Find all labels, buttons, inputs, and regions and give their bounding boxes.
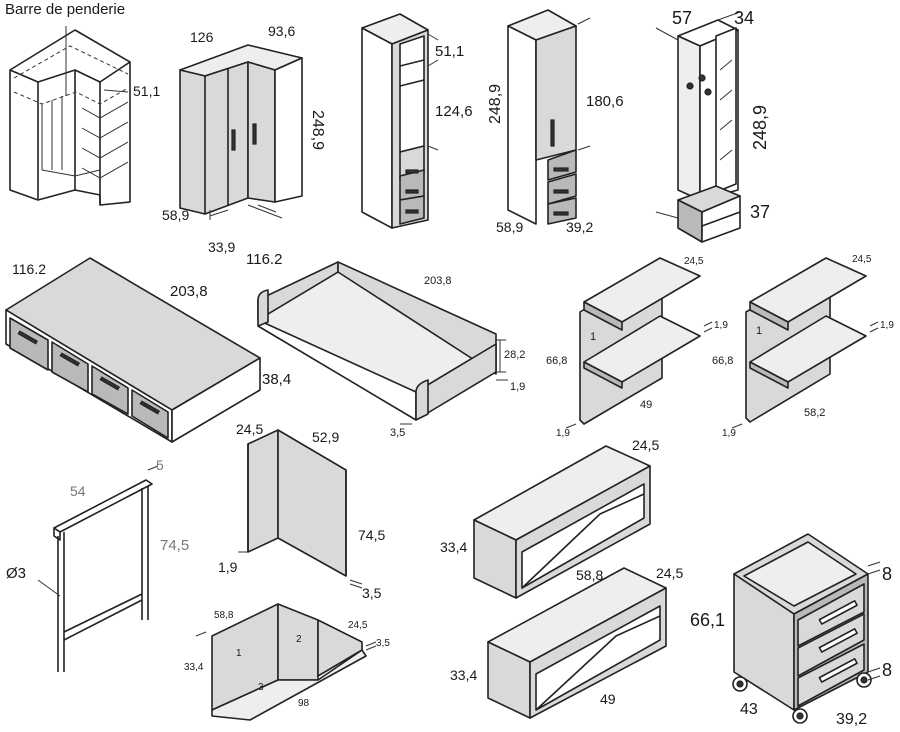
label-corner-width: 58,8 xyxy=(214,610,234,621)
label-bed2-thickness: 1,9 xyxy=(510,381,525,393)
label-cabinet-width: 43 xyxy=(740,701,758,718)
label-corner2-width2: 93,6 xyxy=(268,23,295,39)
label-box1-height: 33,4 xyxy=(440,539,467,555)
open-box-2: 24,5 33,4 49 xyxy=(450,565,683,719)
wall-shelf-1: 24,5 1,9 66,8 1 49 1,9 xyxy=(546,256,728,439)
label-bed1-length: 203,8 xyxy=(170,283,208,300)
label-box1-width: 58,8 xyxy=(576,567,603,583)
label-shelf1-thick: 1,9 xyxy=(714,320,728,331)
label-bed2-length: 203,8 xyxy=(424,275,452,287)
label-shelf1-width: 49 xyxy=(640,399,652,411)
label-col1-depth: 51,1 xyxy=(435,43,464,60)
label-desk-diameter: Ø3 xyxy=(6,565,26,582)
label-corner2-height: 248,9 xyxy=(309,110,326,150)
label-desk-height: 74,5 xyxy=(160,537,189,554)
label-corner2-side: 33,9 xyxy=(208,239,235,255)
label-bed2-base: 3,5 xyxy=(390,427,405,439)
label-shelf1-num: 1 xyxy=(590,331,596,343)
label-corner2-depth: 58,9 xyxy=(162,207,189,223)
label-col2-height2: 180,6 xyxy=(586,93,624,110)
label-shelf2-width: 58,2 xyxy=(804,407,825,419)
label-corner-n1: 1 xyxy=(236,648,242,659)
label-corner-n3: 3 xyxy=(258,682,264,693)
corner-wardrobe-closed: 126 93,6 248,9 58,9 33,9 xyxy=(162,23,326,255)
label-bed2-height: 28,2 xyxy=(504,349,525,361)
label-panel-thick: 1,9 xyxy=(218,559,238,575)
label-corner-depth: 24,5 xyxy=(348,620,368,631)
label-mirror-depth: 34 xyxy=(734,8,754,28)
label-shelf2-base: 1,9 xyxy=(722,428,736,439)
label-panel-depth: 24,5 xyxy=(236,421,263,437)
label-panel-width: 52,9 xyxy=(312,429,339,445)
drawer-bed: 116.2 203,8 38,4 xyxy=(5,257,291,443)
label-corner1-depth: 51,1 xyxy=(133,83,160,99)
label-box2-height: 33,4 xyxy=(450,667,477,683)
label-col2-width: 58,9 xyxy=(496,219,523,235)
label-box2-depth: 24,5 xyxy=(656,565,683,581)
label-bed1-height: 38,4 xyxy=(262,371,291,388)
corner-panel: 24,5 52,9 74,5 1,9 3,5 xyxy=(218,421,385,601)
label-col2-height1: 248,9 xyxy=(487,84,504,124)
label-cabinet-height: 66,1 xyxy=(690,610,725,630)
label-barre: Barre de penderie xyxy=(5,1,125,18)
label-corner2-width1: 126 xyxy=(190,29,214,45)
label-corner-n2: 2 xyxy=(296,634,302,645)
label-corner-thick: 3,5 xyxy=(376,638,390,649)
label-corner-length: 98 xyxy=(298,698,310,709)
label-mirror-base: 37 xyxy=(750,202,770,222)
label-cabinet-base: 8 xyxy=(882,660,892,680)
open-box-1: 24,5 33,4 58,8 xyxy=(440,437,659,599)
corner-wardrobe-wireframe: Barre de penderie 51,1 xyxy=(5,1,160,206)
label-shelf2-top: 24,5 xyxy=(852,254,872,265)
bed-frame-tray: 116.2 203,8 28,2 1,9 3,5 xyxy=(246,251,525,439)
label-mirror-width: 57 xyxy=(672,8,692,28)
label-corner-height: 33,4 xyxy=(184,662,204,673)
label-shelf1-top: 24,5 xyxy=(684,256,704,267)
desk-frame: 54 5 74,5 Ø3 xyxy=(6,457,189,672)
wall-shelf-2: 24,5 1,9 66,8 1 58,2 1,9 xyxy=(712,254,894,439)
label-col1-height: 124,6 xyxy=(435,103,473,120)
label-panel-base: 3,5 xyxy=(362,585,382,601)
label-box1-depth: 24,5 xyxy=(632,437,659,453)
mirror-coat-rack: 57 34 248,9 37 xyxy=(655,8,770,243)
label-shelf1-height: 66,8 xyxy=(546,355,567,367)
label-panel-height: 74,5 xyxy=(358,527,385,543)
label-box2-width: 49 xyxy=(600,691,616,707)
label-shelf2-height: 66,8 xyxy=(712,355,733,367)
corner-desk-unit: 58,8 24,5 3,5 33,4 1 2 3 98 xyxy=(184,603,390,721)
closed-column-unit: 248,9 180,6 58,9 39,2 xyxy=(487,9,624,235)
label-cabinet-top: 8 xyxy=(882,564,892,584)
label-shelf2-num: 1 xyxy=(756,325,762,337)
label-shelf2-thick: 1,9 xyxy=(880,320,894,331)
label-mirror-height: 248,9 xyxy=(750,105,770,150)
label-col2-depth: 39,2 xyxy=(566,219,593,235)
label-desk-width: 54 xyxy=(70,483,86,499)
open-column-unit: 51,1 124,6 xyxy=(361,13,473,229)
label-bed1-width: 116.2 xyxy=(12,261,46,277)
label-bed2-width: 116.2 xyxy=(246,251,282,268)
rolling-drawer-cabinet: 8 66,1 8 43 39,2 xyxy=(690,533,892,728)
label-shelf1-base: 1,9 xyxy=(556,428,570,439)
label-cabinet-depth: 39,2 xyxy=(836,711,867,728)
label-desk-thick: 5 xyxy=(156,457,164,473)
